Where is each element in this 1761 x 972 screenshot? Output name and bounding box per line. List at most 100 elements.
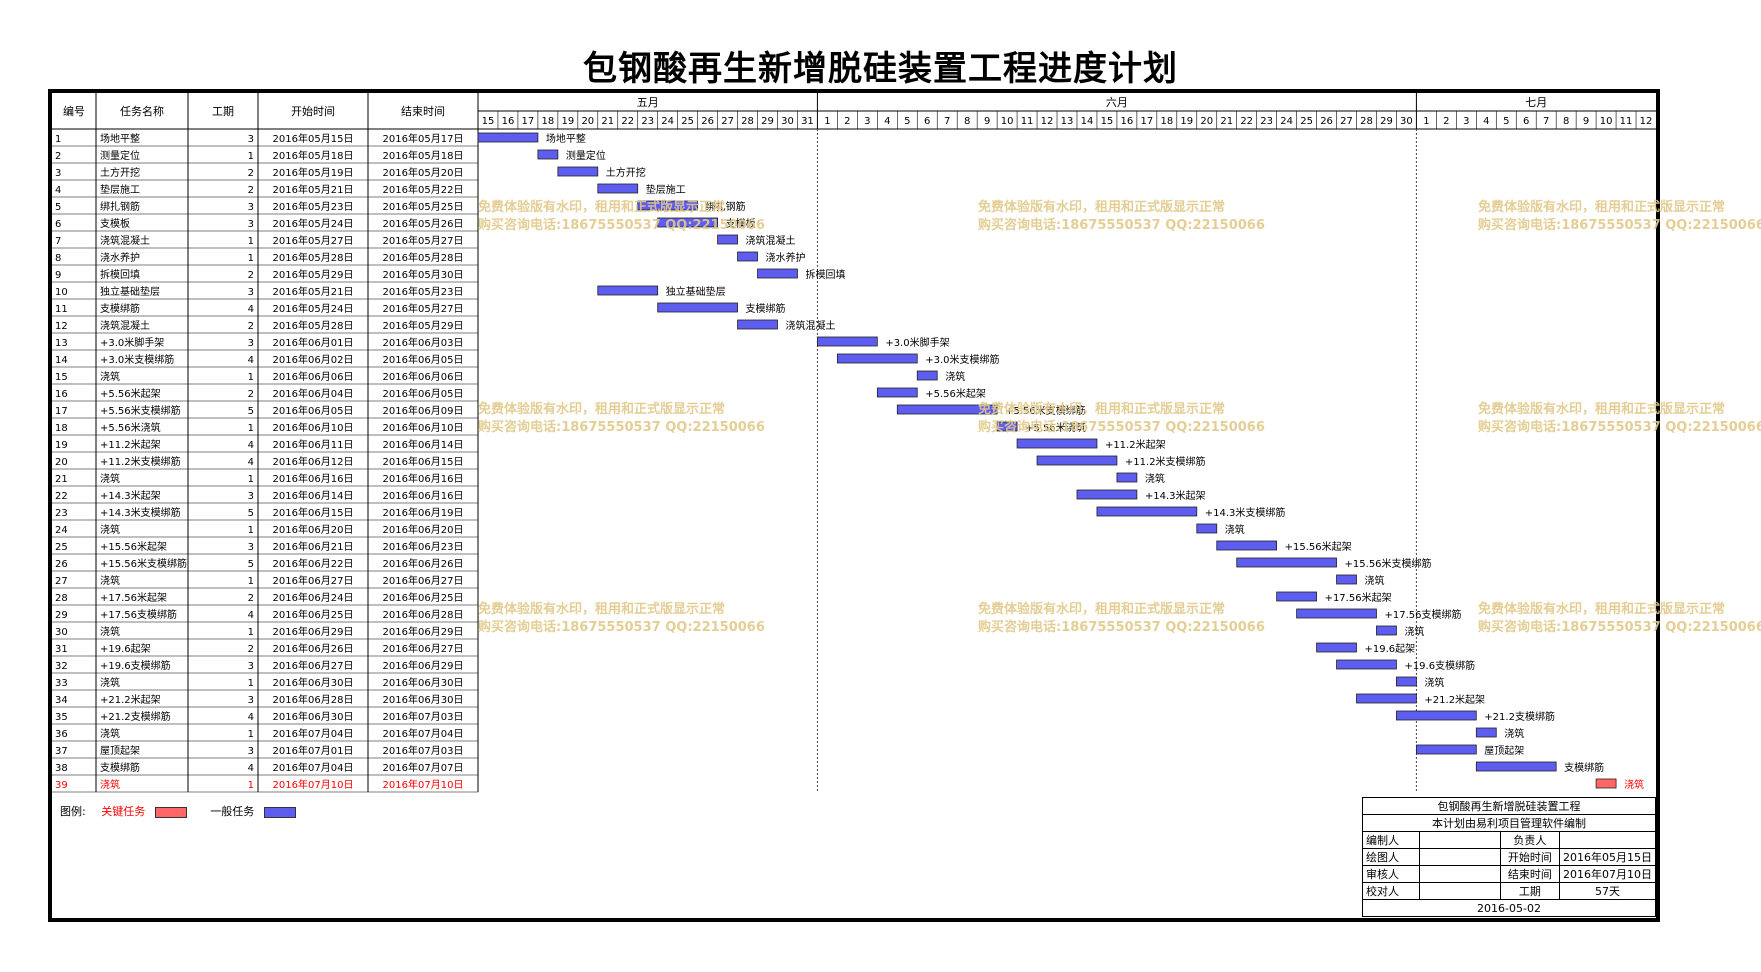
task-duration: 3 <box>248 338 254 349</box>
task-start: 2016年06月21日 <box>273 540 354 553</box>
bar-label: +3.0米脚手架 <box>885 336 949 349</box>
day-tick-label: 26 <box>1320 116 1333 127</box>
day-tick-label: 7 <box>944 116 950 127</box>
gantt-bar <box>1216 540 1278 551</box>
gantt-bar <box>1396 676 1417 687</box>
day-tick-label: 13 <box>1061 116 1074 127</box>
day-tick-label: 19 <box>561 116 574 127</box>
task-duration: 4 <box>248 355 254 366</box>
task-name: +19.6支模绑筋 <box>100 659 171 672</box>
task-duration: 4 <box>248 763 254 774</box>
task-start: 2016年06月01日 <box>273 336 354 349</box>
task-end: 2016年05月27日 <box>383 302 464 315</box>
task-id: 4 <box>55 185 61 196</box>
task-id: 20 <box>55 457 68 468</box>
gantt-bar <box>1096 506 1198 517</box>
day-tick-label: 3 <box>1463 116 1469 127</box>
task-end: 2016年07月07日 <box>383 761 464 774</box>
task-end: 2016年06月29日 <box>383 625 464 638</box>
task-end: 2016年06月29日 <box>383 659 464 672</box>
task-end: 2016年06月10日 <box>383 421 464 434</box>
task-name: 垫层施工 <box>100 183 140 196</box>
day-tick-label: 17 <box>522 116 535 127</box>
task-id: 30 <box>55 627 68 638</box>
gantt-bar <box>1356 693 1417 704</box>
task-duration: 4 <box>248 610 254 621</box>
task-end: 2016年06月19日 <box>383 506 464 519</box>
info-owner <box>1559 831 1656 849</box>
header-name: 任务名称 <box>120 104 164 118</box>
task-end: 2016年05月26日 <box>383 217 464 230</box>
day-tick-label: 30 <box>1400 116 1413 127</box>
task-start: 2016年05月15日 <box>273 132 354 145</box>
task-duration: 1 <box>248 423 254 434</box>
bar-label: 拆模回填 <box>805 268 845 281</box>
task-name: +15.56米起架 <box>100 540 167 553</box>
day-tick-label: 23 <box>641 116 654 127</box>
task-name: +17.56支模绑筋 <box>100 608 177 621</box>
task-name: +15.56米支模绑筋 <box>100 557 187 570</box>
task-duration: 4 <box>248 457 254 468</box>
task-id: 16 <box>55 389 68 400</box>
task-start: 2016年05月21日 <box>273 285 354 298</box>
task-start: 2016年06月26日 <box>273 642 354 655</box>
task-name: 浇筑 <box>100 472 120 485</box>
day-tick-label: 15 <box>482 116 495 127</box>
bar-label: 浇筑 <box>1624 778 1644 791</box>
task-duration: 2 <box>248 389 254 400</box>
day-tick-label: 23 <box>1260 116 1273 127</box>
day-tick-label: 25 <box>1300 116 1313 127</box>
header-duration: 工期 <box>212 105 234 118</box>
task-duration: 1 <box>248 627 254 638</box>
task-end: 2016年06月14日 <box>383 438 464 451</box>
task-duration: 5 <box>248 406 254 417</box>
task-start: 2016年06月29日 <box>273 625 354 638</box>
task-end: 2016年07月04日 <box>383 727 464 740</box>
gantt-bar <box>557 166 599 177</box>
bar-label: 浇筑 <box>945 370 965 383</box>
task-duration: 3 <box>248 695 254 706</box>
task-duration: 4 <box>248 304 254 315</box>
bar-label: +14.3米支模绑筋 <box>1205 506 1286 519</box>
task-id: 27 <box>55 576 68 587</box>
day-tick-label: 22 <box>621 116 634 127</box>
task-end: 2016年05月22日 <box>383 183 464 196</box>
task-duration: 1 <box>248 780 254 791</box>
info-note: 本计划由易利项目管理软件编制 <box>1362 814 1656 832</box>
task-duration: 3 <box>248 202 254 213</box>
task-end: 2016年07月03日 <box>383 710 464 723</box>
task-end: 2016年06月09日 <box>383 404 464 417</box>
bar-label: +15.56米支模绑筋 <box>1345 557 1432 570</box>
task-start: 2016年06月30日 <box>273 676 354 689</box>
day-tick-label: 5 <box>904 116 910 127</box>
day-tick-label: 18 <box>1160 116 1173 127</box>
day-tick-label: 30 <box>781 116 794 127</box>
day-tick-label: 2 <box>844 116 850 127</box>
day-tick-label: 21 <box>1220 116 1233 127</box>
day-tick-label: 12 <box>1640 116 1653 127</box>
day-tick-label: 18 <box>542 116 555 127</box>
day-tick-label: 28 <box>741 116 754 127</box>
gantt-bar <box>1016 438 1098 449</box>
task-id: 8 <box>55 253 61 264</box>
gantt-bar <box>477 132 539 143</box>
bar-label: 绑扎钢筋 <box>706 200 746 213</box>
task-name: +21.2米起架 <box>100 693 161 706</box>
task-name: 浇筑 <box>100 523 120 536</box>
day-tick-label: 25 <box>681 116 694 127</box>
task-name: 场地平整 <box>100 132 140 145</box>
task-name: +3.0米支模绑筋 <box>100 353 174 366</box>
task-start: 2016年06月30日 <box>273 710 354 723</box>
task-start: 2016年07月04日 <box>273 761 354 774</box>
task-name: +11.2米支模绑筋 <box>100 455 181 468</box>
task-id: 24 <box>55 525 68 536</box>
bar-label: 土方开挖 <box>606 166 646 179</box>
task-start: 2016年06月16日 <box>273 472 354 485</box>
day-tick-label: 10 <box>1001 116 1014 127</box>
task-id: 22 <box>55 491 68 502</box>
task-end: 2016年06月27日 <box>383 642 464 655</box>
day-tick-label: 11 <box>1620 116 1633 127</box>
task-end: 2016年07月03日 <box>383 744 464 757</box>
header-end: 结束时间 <box>401 105 445 118</box>
